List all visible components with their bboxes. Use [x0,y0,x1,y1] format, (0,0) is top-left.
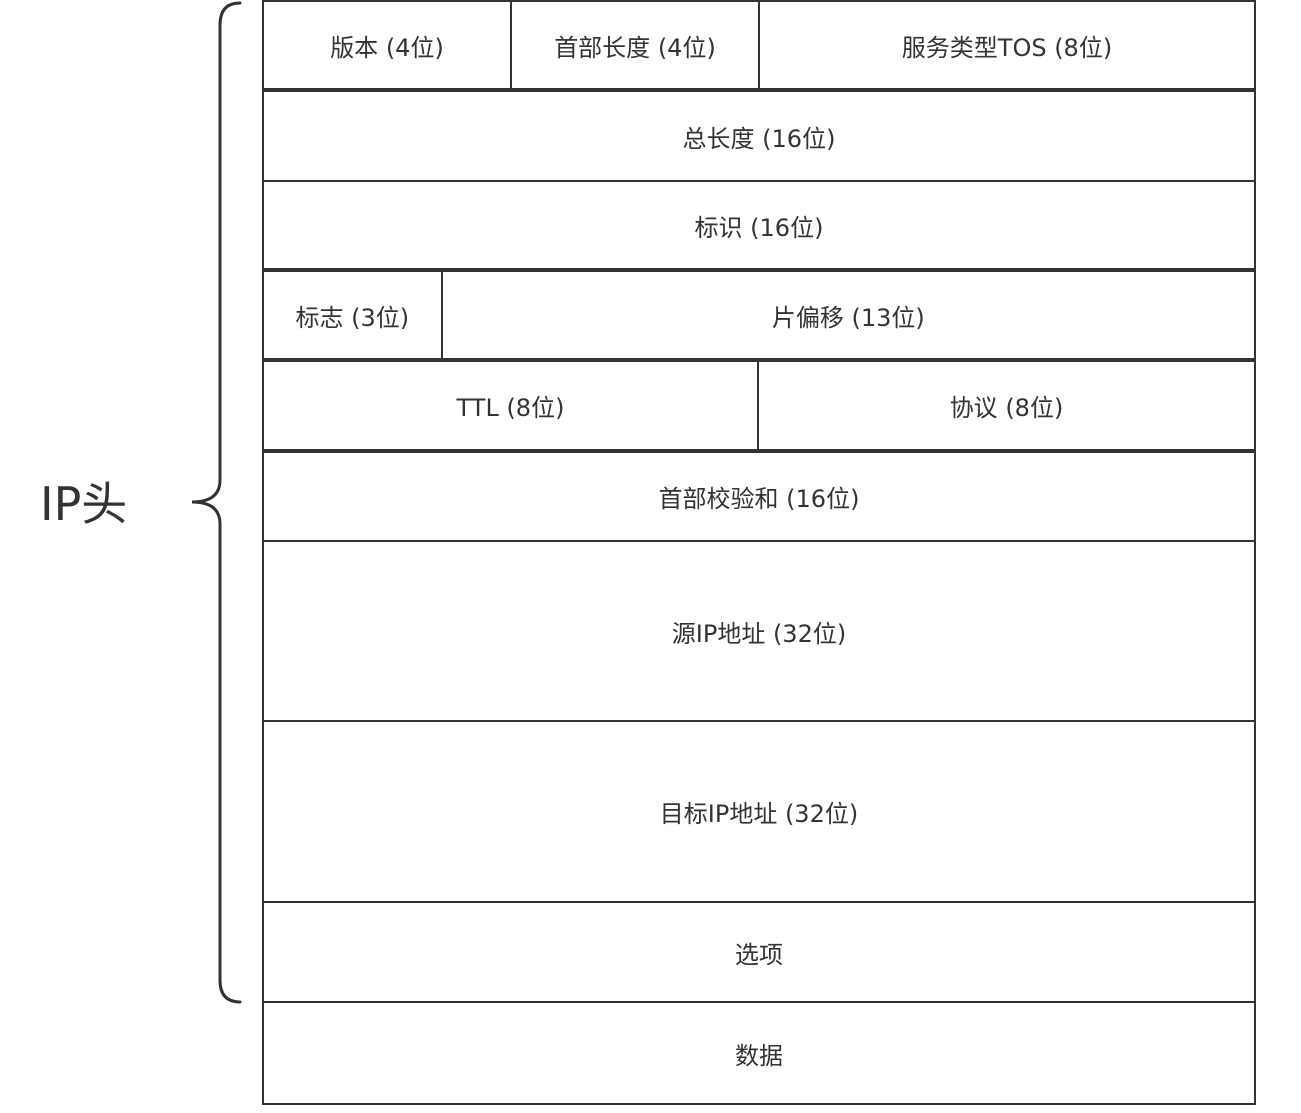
row-ttl-protocol: TTL (8位) 协议 (8位) [262,360,1256,453]
field-flags: 标志 (3位) [262,270,443,360]
row-destination-ip: 目标IP地址 (32位) [262,720,1256,905]
field-fragment-offset: 片偏移 (13位) [440,270,1256,360]
field-options: 选项 [262,901,1256,1003]
field-destination-ip: 目标IP地址 (32位) [262,720,1256,903]
row-total-length: 总长度 (16位) [262,90,1256,184]
field-ttl: TTL (8位) [262,360,759,451]
row-data: 数据 [262,1001,1256,1107]
field-data: 数据 [262,1001,1256,1105]
row-identification: 标识 (16位) [262,180,1256,272]
field-version: 版本 (4位) [262,0,512,90]
row-flags-offset: 标志 (3位) 片偏移 (13位) [262,270,1256,362]
field-identification: 标识 (16位) [262,180,1256,270]
field-protocol: 协议 (8位) [757,360,1256,451]
field-source-ip: 源IP地址 (32位) [262,540,1256,722]
field-header-checksum: 首部校验和 (16位) [262,451,1256,542]
row-source-ip: 源IP地址 (32位) [262,540,1256,724]
field-tos: 服务类型TOS (8位) [758,0,1256,90]
row-header-checksum: 首部校验和 (16位) [262,451,1256,544]
row-options: 选项 [262,901,1256,1005]
curly-brace-icon [191,1,242,1004]
ip-header-label: IP头 [40,477,128,531]
field-total-length: 总长度 (16位) [262,90,1256,182]
row-version-hlen-tos: 版本 (4位) 首部长度 (4位) 服务类型TOS (8位) [262,0,1256,92]
field-header-length: 首部长度 (4位) [510,0,760,90]
